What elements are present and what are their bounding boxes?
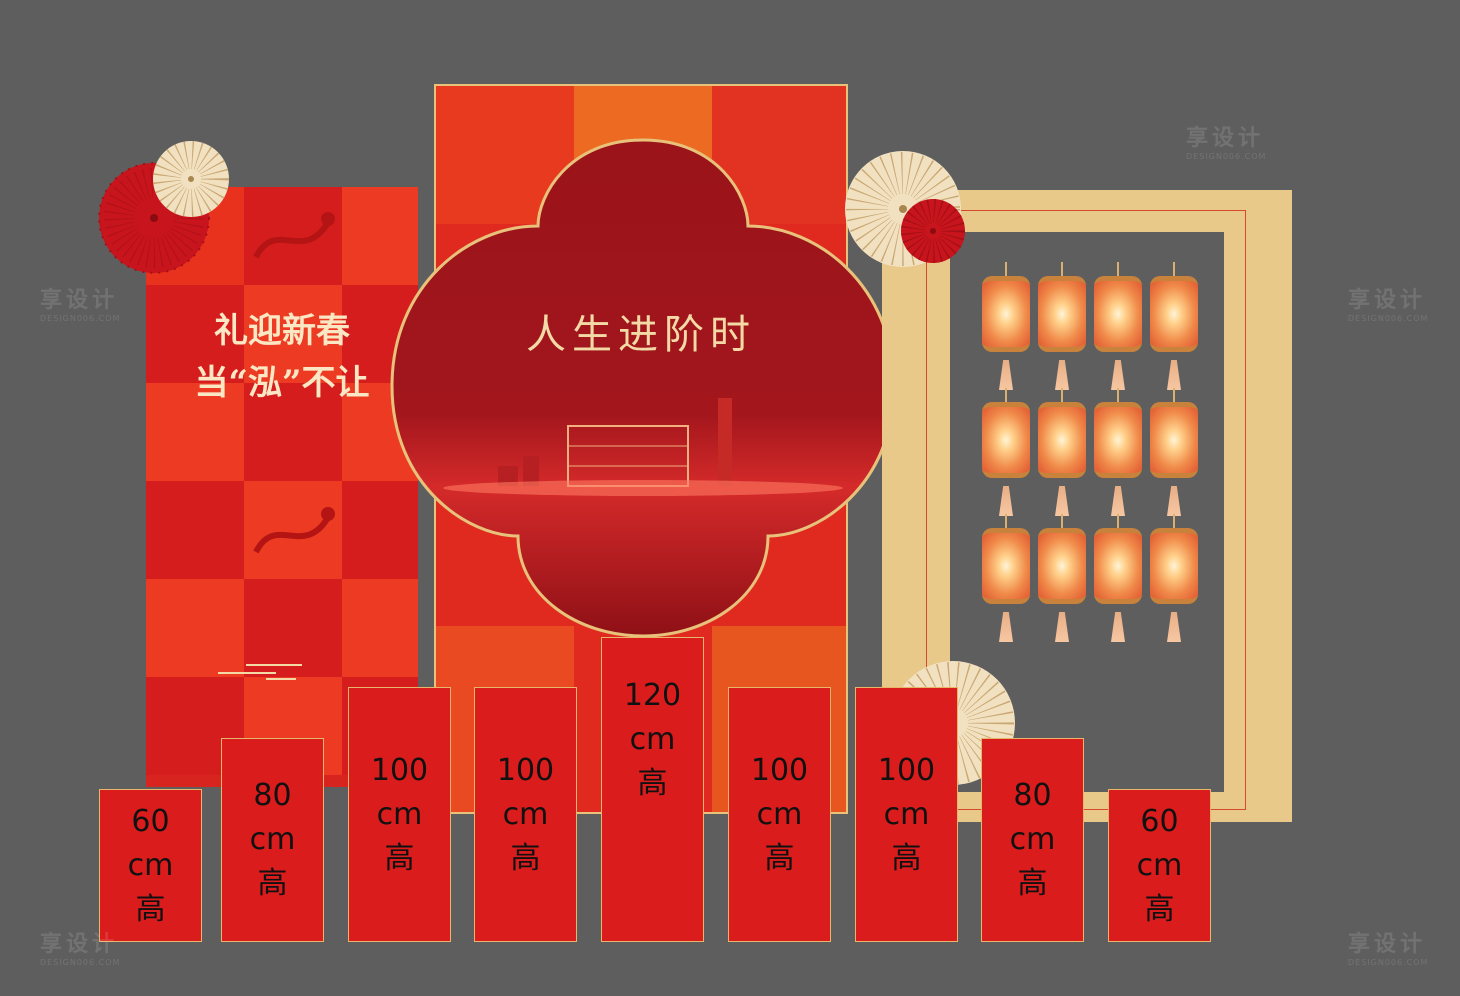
box-label: 100 cm 高 bbox=[370, 752, 429, 876]
tassel-icon bbox=[1111, 360, 1125, 390]
checker-cell bbox=[146, 383, 244, 481]
tassel-icon bbox=[1055, 486, 1069, 516]
checker-cell bbox=[342, 481, 418, 579]
watermark-text: 享设计 bbox=[40, 288, 119, 313]
red-paper-fan bbox=[901, 199, 965, 263]
lantern-icon bbox=[1094, 276, 1142, 352]
city-skyline-icon bbox=[443, 398, 843, 496]
tassel-icon bbox=[1111, 612, 1125, 642]
lantern-string bbox=[1173, 262, 1175, 276]
lantern-string bbox=[1061, 514, 1063, 528]
tassel-icon bbox=[1167, 486, 1181, 516]
watermark-text: 享设计 bbox=[1348, 932, 1427, 957]
cream-paper-fan bbox=[153, 141, 229, 217]
watermark-sub: DESIGN006.COM bbox=[1186, 152, 1267, 161]
watermark-text: 享设计 bbox=[40, 932, 119, 957]
left-board-slogan: 礼迎新春 当“泓”不让 bbox=[146, 305, 418, 409]
checker-cell bbox=[146, 481, 244, 579]
watermark-sub: DESIGN006.COM bbox=[40, 314, 121, 323]
tassel-icon bbox=[1055, 612, 1069, 642]
height-box-60cm: 60 cm 高 bbox=[99, 789, 202, 942]
lantern-string bbox=[1061, 388, 1063, 402]
watermark-text: 享设计 bbox=[1348, 288, 1427, 313]
box-label: 100 cm 高 bbox=[496, 752, 555, 876]
tassel-icon bbox=[999, 612, 1013, 642]
checker-cell bbox=[244, 481, 342, 579]
checker-cell bbox=[244, 383, 342, 481]
tassel-icon bbox=[999, 360, 1013, 390]
height-box-100cm: 100 cm 高 bbox=[474, 687, 577, 942]
lantern-string bbox=[1117, 388, 1119, 402]
lantern-string bbox=[1173, 514, 1175, 528]
left-backdrop-board: 礼迎新春 当“泓”不让 bbox=[146, 187, 418, 787]
watermark-sub: DESIGN006.COM bbox=[40, 958, 121, 967]
slogan-line-2: 当“泓”不让 bbox=[194, 363, 370, 403]
box-label: 80 cm 高 bbox=[249, 778, 296, 901]
tassel-icon bbox=[1055, 360, 1069, 390]
lantern-icon bbox=[1150, 402, 1198, 478]
box-label: 100 cm 高 bbox=[750, 752, 809, 876]
center-board-title: 人生进阶时 bbox=[526, 312, 756, 358]
lantern-string bbox=[1061, 262, 1063, 276]
lantern-icon bbox=[1038, 402, 1086, 478]
checker-cell bbox=[342, 187, 418, 285]
lantern-string bbox=[1173, 388, 1175, 402]
lantern-string bbox=[1005, 388, 1007, 402]
box-label: 120 cm 高 bbox=[623, 678, 682, 801]
tassel-icon bbox=[1167, 360, 1181, 390]
height-box-100cm: 100 cm 高 bbox=[348, 687, 451, 942]
height-box-60cm: 60 cm 高 bbox=[1108, 789, 1211, 942]
lantern-icon bbox=[1150, 276, 1198, 352]
height-box-100cm: 100 cm 高 bbox=[855, 687, 958, 942]
checker-cell bbox=[244, 285, 342, 383]
watermark-sub: DESIGN006.COM bbox=[1348, 958, 1429, 967]
right-frame-inner-line bbox=[926, 210, 1246, 810]
lantern-icon bbox=[982, 402, 1030, 478]
slogan-line-1: 礼迎新春 bbox=[214, 311, 350, 351]
flower-shaped-panel bbox=[390, 138, 896, 638]
lantern-icon bbox=[982, 276, 1030, 352]
height-box-80cm: 80 cm 高 bbox=[221, 738, 324, 942]
checker-cell bbox=[244, 579, 342, 677]
lantern-icon bbox=[982, 528, 1030, 604]
height-box-100cm: 100 cm 高 bbox=[728, 687, 831, 942]
dragon-icon bbox=[253, 507, 335, 554]
lantern-icon bbox=[1150, 528, 1198, 604]
lantern-icon bbox=[1094, 402, 1142, 478]
box-label: 80 cm 高 bbox=[1009, 778, 1056, 901]
lantern-string bbox=[1117, 262, 1119, 276]
height-box-80cm: 80 cm 高 bbox=[981, 738, 1084, 942]
tassel-icon bbox=[1167, 612, 1181, 642]
cloud-swirl-icon bbox=[218, 664, 302, 680]
lantern-string bbox=[1005, 262, 1007, 276]
lantern-icon bbox=[1038, 528, 1086, 604]
watermark-sub: DESIGN006.COM bbox=[1348, 314, 1429, 323]
lantern-icon bbox=[1094, 528, 1142, 604]
box-label: 100 cm 高 bbox=[877, 752, 936, 876]
height-box-120cm: 120 cm 高 bbox=[601, 637, 704, 942]
dragon-icon bbox=[253, 212, 335, 259]
watermark-text: 享设计 bbox=[1186, 126, 1265, 151]
box-label: 60 cm 高 bbox=[127, 803, 174, 927]
checker-cell bbox=[146, 579, 244, 677]
lantern-icon bbox=[1038, 276, 1086, 352]
lantern-string bbox=[1117, 514, 1119, 528]
box-label: 60 cm 高 bbox=[1136, 803, 1183, 927]
lantern-string bbox=[1005, 514, 1007, 528]
checker-cell bbox=[244, 187, 342, 285]
tassel-icon bbox=[1111, 486, 1125, 516]
checker-cell bbox=[342, 579, 418, 677]
checker-cell bbox=[146, 285, 244, 383]
tassel-icon bbox=[999, 486, 1013, 516]
